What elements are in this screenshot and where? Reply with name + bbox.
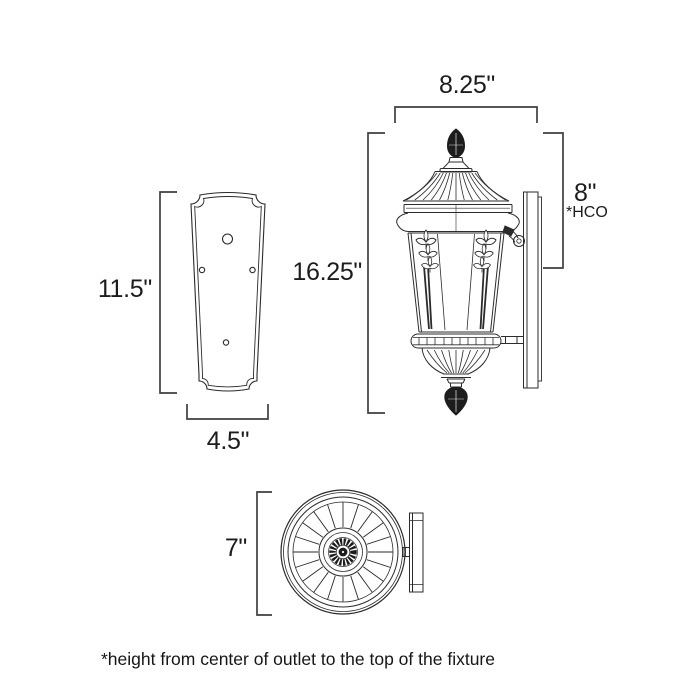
lantern-body xyxy=(407,229,505,333)
top-diameter-label: 7" xyxy=(224,534,247,562)
diameter-7-bracket xyxy=(256,491,272,616)
backplate-width-label: 4.5" xyxy=(206,427,250,455)
backplate-right-hole xyxy=(249,266,256,274)
leaf-ornaments xyxy=(415,229,497,273)
bead-lines xyxy=(418,337,494,345)
hco-abbreviation-label: *HCO xyxy=(566,204,608,221)
top-dimension-lines xyxy=(256,491,272,616)
beaded-ring xyxy=(410,333,502,349)
backplate-inner-outline xyxy=(194,196,262,388)
height-16-25-bracket xyxy=(367,132,385,414)
backplate-height-label: 11.5" xyxy=(97,275,152,303)
side-dimension-lines xyxy=(367,106,564,414)
top-hub xyxy=(318,527,368,577)
roof-dome xyxy=(396,171,520,232)
bottom-finial xyxy=(444,386,468,416)
hco-footnote: *height from center of outlet to the top… xyxy=(101,649,495,669)
top-finial xyxy=(439,128,473,173)
width-8-25-bracket xyxy=(394,106,538,123)
bottom-bowl xyxy=(421,347,491,388)
top-outer-ring xyxy=(280,489,406,615)
lower-arm xyxy=(501,336,524,344)
width-4-5-bracket xyxy=(186,404,269,420)
fixture-side-view xyxy=(396,128,542,416)
upper-arm xyxy=(502,225,525,247)
backplate-outer-outline xyxy=(190,191,266,392)
backplate-left-hole xyxy=(198,266,206,274)
backplate-top-hole xyxy=(221,233,234,245)
backplate-dimension-lines xyxy=(159,191,269,420)
bowl-flutes xyxy=(426,349,486,374)
fixture-height-label: 16.25" xyxy=(292,258,362,286)
fixture-width-label: 8.25" xyxy=(438,71,496,99)
roof-flutes xyxy=(406,172,506,201)
backplate-bottom-hole xyxy=(222,339,230,346)
hco-8-bracket xyxy=(543,132,564,269)
wall-plate-top xyxy=(402,512,424,593)
fixture-top-view xyxy=(280,489,424,615)
wall-plate-side xyxy=(523,191,542,389)
top-spokes xyxy=(293,502,393,602)
backplate-front-view xyxy=(190,191,266,392)
height-11-5-bracket xyxy=(159,191,177,394)
hco-height-label: 8" xyxy=(574,179,597,207)
